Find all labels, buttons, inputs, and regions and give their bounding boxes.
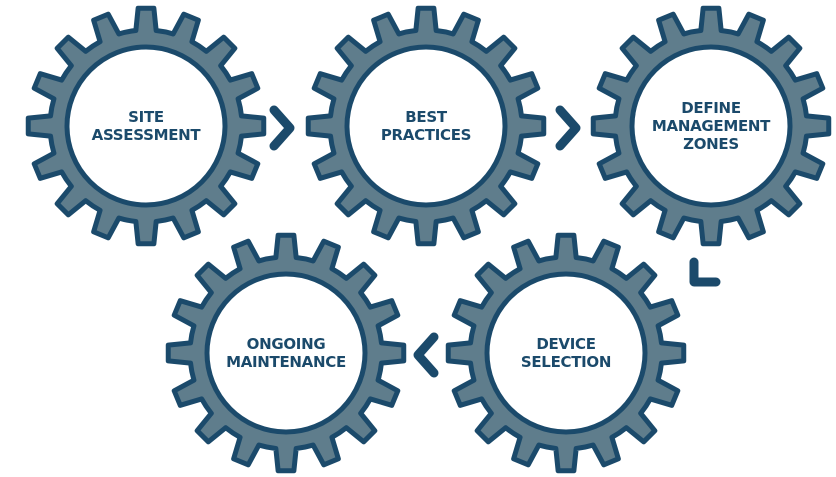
- arrows-layer: [269, 105, 721, 378]
- arrow-3-to-4-chevron-icon: [689, 257, 721, 287]
- gear-label-line: DEVICE: [536, 335, 595, 353]
- gear-label-line: SITE: [128, 108, 164, 126]
- gear-center-circle: [484, 271, 648, 435]
- gear-label-line: MAINTENANCE: [226, 353, 346, 371]
- gear-label-line: ZONES: [683, 135, 739, 153]
- gear-label-line: PRACTICES: [381, 126, 471, 144]
- gear-label-line: BEST: [405, 108, 448, 126]
- gear-label-line: DEFINE: [681, 99, 741, 117]
- gear-center-circle: [64, 44, 228, 208]
- gear-center-circle: [204, 271, 368, 435]
- gear-label-line: ONGOING: [247, 335, 326, 353]
- gear-label-line: MANAGEMENT: [652, 117, 771, 135]
- arrow-4-to-5-chevron-icon: [413, 332, 439, 378]
- gear-center-circle: [344, 44, 508, 208]
- gear-label-line: SELECTION: [521, 353, 611, 371]
- gear-label-line: ASSESSMENT: [92, 126, 202, 144]
- arrow-1-to-2-chevron-icon: [269, 105, 295, 151]
- arrow-2-to-3-chevron-icon: [555, 105, 581, 151]
- gear-center-circle: [629, 44, 793, 208]
